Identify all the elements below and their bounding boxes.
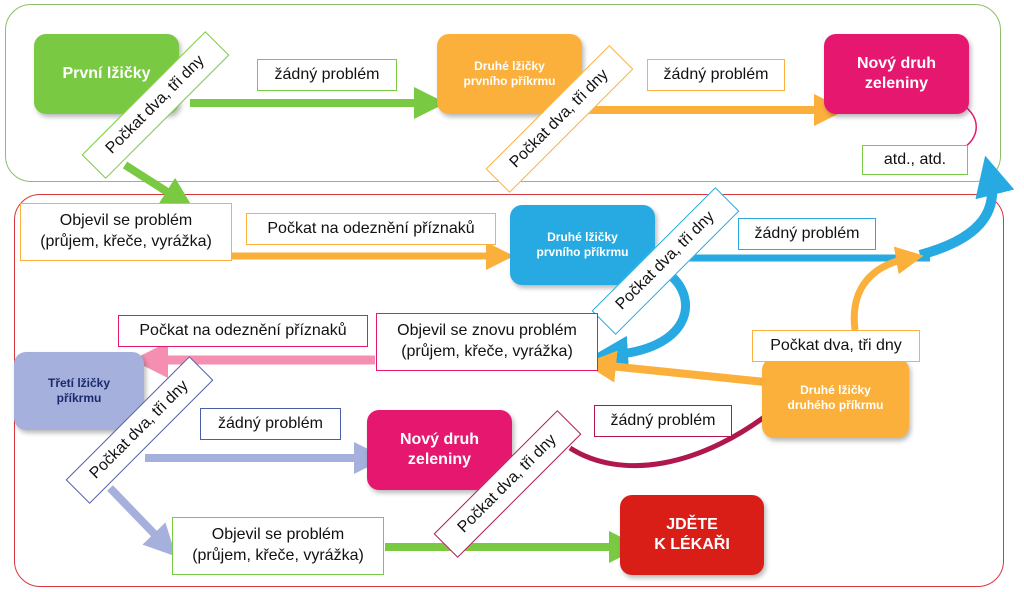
node-new-vegetable-top: Nový druh zeleniny xyxy=(824,34,969,114)
label-problem-appeared: Objevil se problém (průjem, křeče, vyráž… xyxy=(20,203,232,261)
node-third-spoons-food: Třetí lžičky příkrmu xyxy=(14,352,144,430)
arrow-blue-up-to-etc xyxy=(918,155,1015,260)
node-second-spoons-first-food-text: Druhé lžičky prvního příkrmu xyxy=(463,59,556,88)
node-second-spoons-second-food: Druhé lžičky druhého příkrmu xyxy=(762,358,909,438)
label-problem-appeared-bottom: Objevil se problém (průjem, křeče, vyráž… xyxy=(172,517,384,575)
arrow-first-to-problem xyxy=(122,161,194,209)
node-first-spoons-text: První lžičky xyxy=(62,65,151,82)
label-no-problem-5: žádný problém xyxy=(594,405,732,437)
label-wait-symptoms-1: Počkat na odeznění příznaků xyxy=(246,213,496,245)
arrow-orange-curl-up xyxy=(850,246,924,331)
arrow-second-second-to-problem-again xyxy=(584,350,766,386)
node-new-vegetable-bottom-text: Nový druh zeleniny xyxy=(399,431,480,468)
label-etc: atd., atd. xyxy=(862,145,968,175)
node-second-spoons-second-food-text: Druhé lžičky druhého příkrmu xyxy=(787,383,884,412)
label-wait-4: Počkat dva, tři dny xyxy=(752,330,920,362)
label-wait-symptoms-2: Počkat na odeznění příznaků xyxy=(118,315,368,347)
node-see-doctor: JDĚTE K LÉKAŘI xyxy=(620,495,764,575)
arrow-third-to-problem xyxy=(107,485,177,557)
node-new-vegetable-bottom: Nový druh zeleniny xyxy=(367,410,512,490)
label-no-problem-1: žádný problém xyxy=(257,59,397,91)
arrow-vegetable-to-second-second xyxy=(568,398,788,469)
label-no-problem-4: žádný problém xyxy=(200,408,341,440)
node-third-spoons-food-text: Třetí lžičky příkrmu xyxy=(47,376,111,405)
node-see-doctor-text: JDĚTE K LÉKAŘI xyxy=(654,516,730,553)
node-new-vegetable-top-text: Nový druh zeleniny xyxy=(856,55,937,92)
label-problem-again: Objevil se znovu problém (průjem, křeče,… xyxy=(376,313,598,371)
arrow-blue-curl-down xyxy=(592,271,690,372)
label-no-problem-3: žádný problém xyxy=(738,218,876,250)
node-second-spoons-first-food-mid-text: Druhé lžičky prvního příkrmu xyxy=(536,230,629,259)
label-no-problem-2: žádný problém xyxy=(647,59,785,91)
